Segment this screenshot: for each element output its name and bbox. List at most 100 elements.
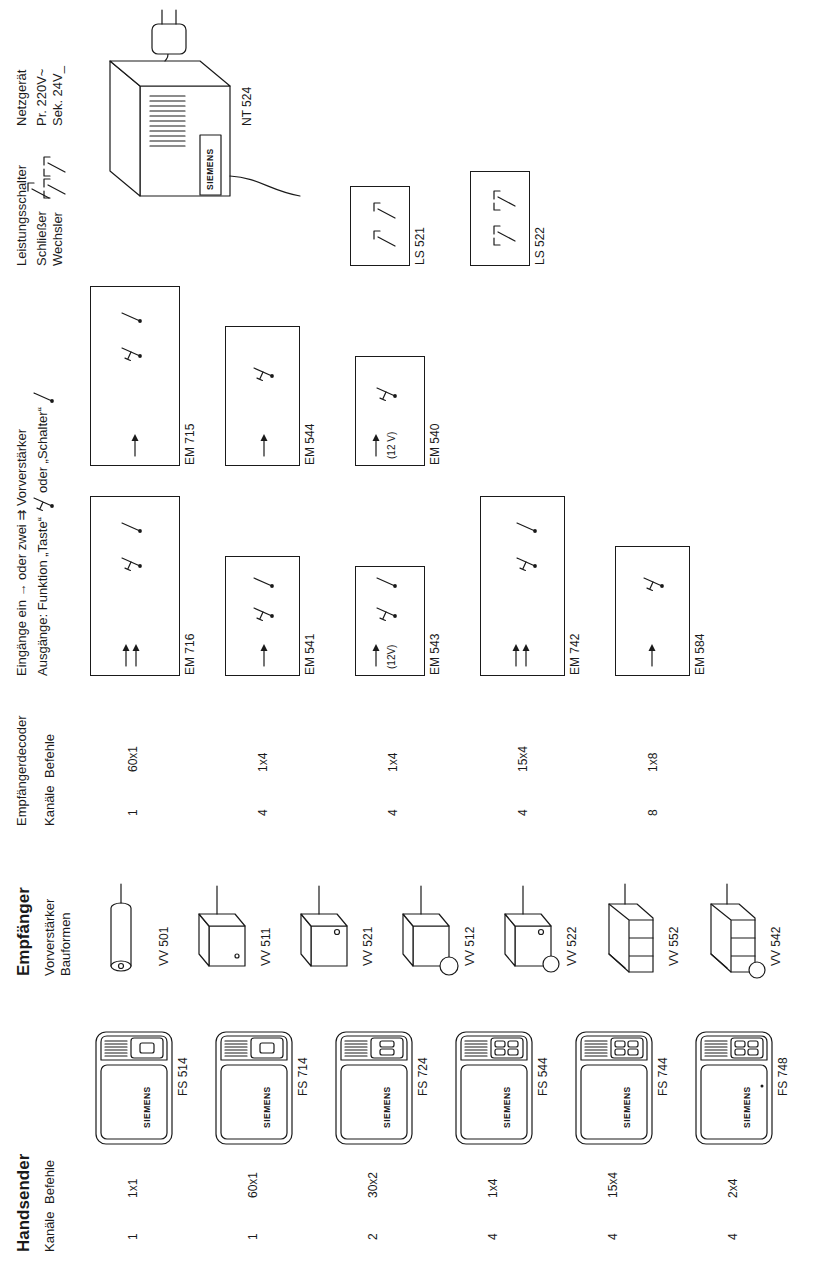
contact-symbols bbox=[374, 191, 515, 246]
brand-mark: SIEMENS bbox=[622, 1086, 632, 1128]
command-count: 1x1 bbox=[126, 1179, 140, 1198]
model-name: EM 543 bbox=[428, 634, 442, 675]
voltage-note: (12V) bbox=[386, 645, 398, 669]
handheld-transmitter bbox=[96, 1032, 172, 1144]
handheld-transmitter bbox=[696, 1032, 772, 1144]
channel-count: 2 bbox=[366, 1233, 380, 1240]
channel-count: 1 bbox=[126, 1233, 140, 1240]
preamp-cube bbox=[199, 886, 245, 966]
header-text: oder „Schalter“ bbox=[35, 407, 51, 493]
channel-count: 1 bbox=[246, 1233, 260, 1240]
column-heading: Leistungsschalter bbox=[14, 165, 30, 266]
model-name: VV 522 bbox=[565, 927, 579, 966]
decoder-module: (12V)EM 543 bbox=[355, 566, 425, 676]
model-name: FS 514 bbox=[176, 1057, 190, 1096]
decoder-module: EM 544 bbox=[225, 326, 300, 466]
command-count: 15x4 bbox=[516, 746, 530, 772]
switch-symbol bbox=[32, 391, 54, 403]
symbol-legend: Schließer bbox=[34, 211, 50, 266]
column-subheading: Befehle bbox=[42, 734, 58, 778]
model-name: VV 521 bbox=[361, 927, 375, 966]
column-heading: Empfängerdecoder bbox=[14, 715, 30, 826]
model-name: VV 542 bbox=[769, 927, 783, 966]
model-name: EM 584 bbox=[693, 634, 707, 675]
model-name: NT 524 bbox=[240, 87, 254, 126]
handheld-transmitter bbox=[336, 1032, 412, 1144]
model-name: FS 544 bbox=[536, 1057, 550, 1096]
column-heading: Handsender bbox=[14, 1154, 34, 1252]
decoder-module: (12 V)EM 540 bbox=[355, 356, 425, 466]
command-count: 1x8 bbox=[646, 753, 660, 772]
command-count: 60x1 bbox=[126, 746, 140, 772]
model-name: VV 512 bbox=[463, 927, 477, 966]
power-switch-module: LS 522 bbox=[470, 171, 530, 266]
channel-count: 4 bbox=[486, 1233, 500, 1240]
model-name: LS 522 bbox=[533, 227, 547, 265]
column-subheading: Befehle bbox=[42, 1160, 58, 1204]
brand-mark: SIEMENS bbox=[142, 1086, 152, 1128]
decoder-module: EM 541 bbox=[225, 556, 300, 676]
command-count: 1x4 bbox=[486, 1179, 500, 1198]
preamp-cylinder bbox=[111, 884, 131, 971]
channel-count: 8 bbox=[646, 809, 660, 816]
preamp-cube bbox=[301, 886, 347, 966]
column-subheading: Bauformen bbox=[58, 912, 74, 976]
channel-count: 4 bbox=[386, 809, 400, 816]
model-name: FS 724 bbox=[416, 1057, 430, 1096]
rating-text: Pr. 220V~ bbox=[34, 69, 50, 126]
channel-count: 4 bbox=[606, 1233, 620, 1240]
command-count: 1x4 bbox=[386, 753, 400, 772]
decoder-module: EM 742 bbox=[480, 496, 565, 676]
header-text: Eingänge ein → oder zwei ⇉ Vorverstärker bbox=[14, 429, 30, 676]
button-symbol bbox=[32, 497, 54, 513]
legend-contact-symbols bbox=[28, 157, 65, 198]
command-count: 30x2 bbox=[366, 1172, 380, 1198]
brand-mark: SIEMENS bbox=[382, 1086, 392, 1128]
column-heading: Empfänger bbox=[14, 887, 34, 976]
model-name: FS 748 bbox=[776, 1057, 790, 1096]
rating-text: Sek. 24V_ bbox=[50, 66, 66, 126]
command-count: 60x1 bbox=[246, 1172, 260, 1198]
brand-mark: SIEMENS bbox=[262, 1086, 272, 1128]
model-name: EM 742 bbox=[568, 634, 582, 675]
preamp-housing-lens bbox=[711, 884, 765, 978]
preamp-cube-lens bbox=[403, 886, 458, 975]
output-legend-line: Ausgänge: Funktion „Taste“ oder „Schalte… bbox=[32, 391, 54, 676]
brand-mark: SIEMENS bbox=[742, 1086, 752, 1128]
brand-mark: SIEMENS bbox=[502, 1086, 512, 1128]
channel-count: 4 bbox=[256, 809, 270, 816]
channel-count: 1 bbox=[126, 809, 140, 816]
model-name: EM 715 bbox=[183, 424, 197, 465]
channel-count: 4 bbox=[516, 809, 530, 816]
column-subheading: Kanäle bbox=[42, 786, 58, 826]
model-name: FS 714 bbox=[296, 1057, 310, 1096]
column-subheading: Kanäle bbox=[42, 1212, 58, 1252]
handheld-transmitter bbox=[456, 1032, 532, 1144]
model-name: VV 511 bbox=[259, 928, 273, 966]
power-switch-module: LS 521 bbox=[350, 186, 410, 266]
input-arrows bbox=[123, 434, 656, 666]
command-count: 1x4 bbox=[256, 753, 270, 772]
output-switch-symbols bbox=[122, 313, 664, 621]
handheld-transmitter bbox=[216, 1032, 292, 1144]
model-name: FS 744 bbox=[656, 1057, 670, 1096]
model-name: VV 552 bbox=[667, 927, 681, 966]
command-count: 2x4 bbox=[726, 1179, 740, 1198]
model-name: EM 540 bbox=[428, 424, 442, 465]
channel-count: 4 bbox=[726, 1233, 740, 1240]
model-name: VV 501 bbox=[157, 927, 171, 966]
command-count: 15x4 bbox=[606, 1172, 620, 1198]
column-heading: Netzgerät bbox=[14, 70, 30, 126]
decoder-module: EM 584 bbox=[615, 546, 690, 676]
decoder-module: EM 716 bbox=[90, 496, 180, 676]
header-text: Ausgänge: Funktion „Taste“ bbox=[35, 517, 51, 676]
model-name: EM 541 bbox=[303, 634, 317, 675]
symbol-legend: Wechsler bbox=[50, 212, 66, 266]
power-supply bbox=[110, 10, 300, 196]
preamp-cube-lens bbox=[505, 886, 559, 972]
preamp-housing bbox=[609, 884, 653, 972]
brand-mark: SIEMENS bbox=[205, 148, 215, 190]
model-name: LS 521 bbox=[413, 227, 427, 265]
